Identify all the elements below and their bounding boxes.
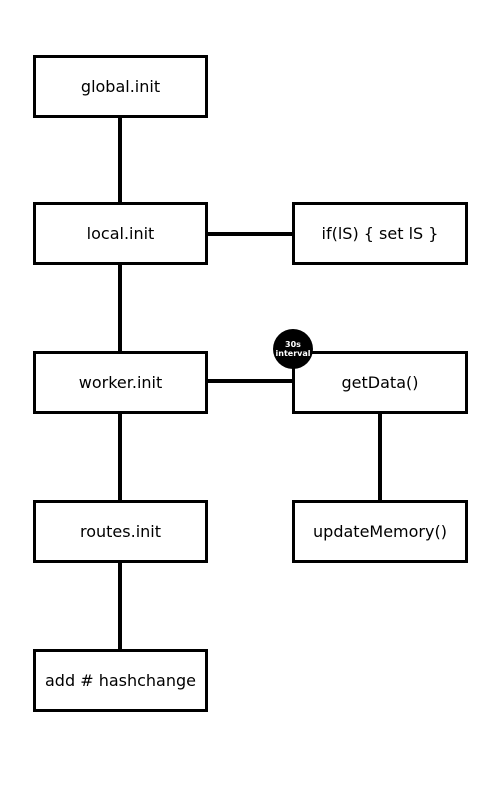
interval-badge-label: interval [275, 349, 311, 358]
interval-badge: 30s interval [273, 329, 313, 369]
connector-routes-hashchange [118, 561, 122, 652]
node-get-data: getData() [292, 351, 468, 414]
connector-worker-getdata [206, 379, 295, 383]
connector-getdata-updatememory [378, 412, 382, 503]
node-global-init: global.init [33, 55, 208, 118]
connector-local-worker [118, 263, 122, 354]
connector-local-ls [206, 232, 295, 236]
node-update-memory: updateMemory() [292, 500, 468, 563]
interval-badge-value: 30s [285, 340, 301, 349]
node-routes-init: routes.init [33, 500, 208, 563]
node-ls-check: if(lS) { set lS } [292, 202, 468, 265]
node-worker-init: worker.init [33, 351, 208, 414]
node-local-init: local.init [33, 202, 208, 265]
node-hashchange: add # hashchange [33, 649, 208, 712]
connector-worker-routes [118, 412, 122, 503]
connector-global-local [118, 116, 122, 205]
